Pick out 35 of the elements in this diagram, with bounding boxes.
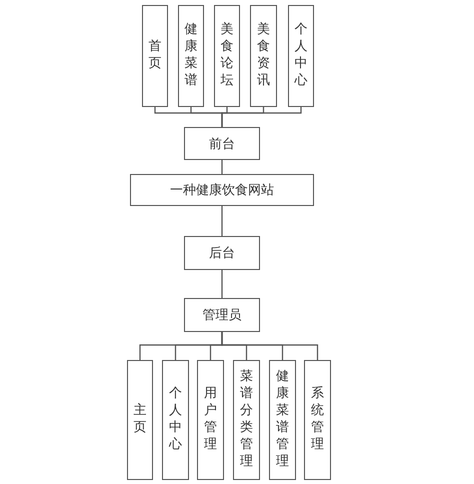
process-box — [184, 298, 260, 332]
process-box — [184, 236, 260, 270]
node-label: 系统管理 — [311, 386, 324, 454]
node-label: 美食资讯 — [257, 22, 270, 90]
node-label: 健康菜谱管理 — [276, 369, 289, 471]
module-box — [162, 360, 189, 480]
node-label: 健康菜谱 — [184, 22, 198, 90]
connector-line — [221, 160, 223, 174]
node-label: 个人中心 — [294, 22, 308, 90]
connector-line — [221, 206, 223, 236]
node-label: 美食论坛 — [220, 22, 234, 90]
node-label: 菜谱分类管理 — [240, 369, 253, 471]
process-box — [184, 127, 260, 160]
module-box — [214, 5, 240, 107]
module-box — [269, 360, 296, 480]
module-box — [142, 5, 168, 107]
node-label: 前台 — [209, 136, 235, 152]
process-box — [130, 174, 314, 206]
node-label: 后台 — [209, 245, 235, 262]
module-box — [233, 360, 260, 480]
node-label: 个人中心 — [169, 386, 182, 454]
module-box — [288, 5, 314, 107]
module-box — [197, 360, 224, 480]
connector-line — [221, 332, 318, 360]
module-box — [304, 360, 331, 480]
node-label: 首页 — [148, 39, 162, 73]
module-box — [127, 360, 153, 480]
module-box — [178, 5, 204, 107]
connector-line — [221, 270, 223, 298]
node-label: 主页 — [134, 403, 146, 437]
node-label: 一种健康饮食网站 — [170, 182, 274, 199]
connector-line — [221, 107, 302, 127]
node-label: 用户管理 — [204, 386, 217, 454]
node-label: 管理员 — [202, 307, 242, 324]
module-box — [250, 5, 277, 107]
